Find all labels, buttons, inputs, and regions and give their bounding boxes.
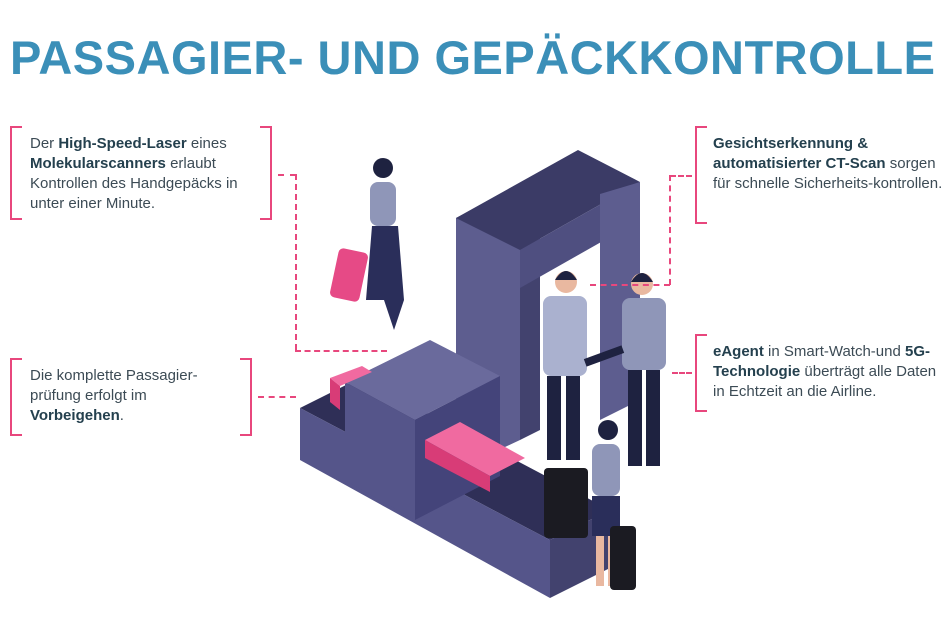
connector-line <box>672 372 692 374</box>
passenger-man <box>543 271 587 460</box>
connector-line <box>295 174 297 350</box>
callout-highlight: High-Speed-Laser <box>58 135 187 152</box>
callout-text: Die komplette Passagier-prüfung erfolgt … <box>30 367 198 404</box>
bracket-left <box>695 126 707 224</box>
callout-passenger-check: Die komplette Passagier-prüfung erfolgt … <box>30 366 235 426</box>
callout-highlight: Gesichtserkennung & automatisierter CT-S… <box>713 135 886 172</box>
passenger-woman-walking <box>330 158 404 330</box>
connector-line <box>278 174 296 176</box>
connector-line <box>590 284 670 286</box>
callout-text: sorgen für schnelle Sicherheits-kontroll… <box>713 155 942 192</box>
callout-laser-scanner: Der High-Speed-Laser eines Molekularscan… <box>30 134 260 214</box>
callout-text: überträgt alle Daten in Echtzeit an die … <box>713 363 937 400</box>
callout-eagent: eAgent in Smart-Watch-und 5G-Technologie… <box>713 342 942 402</box>
bracket-left <box>695 334 707 412</box>
passenger-woman-with-trolley <box>544 420 636 590</box>
security-officer <box>583 273 666 466</box>
connector-line <box>670 175 692 177</box>
callout-text: . <box>119 407 124 424</box>
callout-highlight: eAgent <box>713 343 764 360</box>
bracket-left <box>10 358 22 436</box>
bracket-left <box>10 126 22 220</box>
callout-text: eines <box>186 135 227 152</box>
connector-line <box>295 350 387 352</box>
callout-face-recognition: Gesichtserkennung & automatisierter CT-S… <box>713 134 942 194</box>
bracket-right <box>240 358 252 436</box>
page-title: PASSAGIER- UND GEPÄCKKONTROLLE <box>10 31 936 84</box>
callout-highlight: Vorbeigehen <box>30 407 120 424</box>
bracket-right <box>260 126 272 220</box>
callout-text: Der <box>30 135 59 152</box>
callout-text: erlaubt Kontrollen des Handgepäcks in un… <box>30 155 238 212</box>
callout-text: in Smart-Watch-und <box>763 343 905 360</box>
connector-line <box>258 396 296 398</box>
connector-line <box>669 175 671 285</box>
callout-highlight: Molekularscanners <box>30 155 166 172</box>
callout-highlight: 5G-Technologie <box>713 343 931 380</box>
suitcase-on-belt <box>330 366 525 492</box>
